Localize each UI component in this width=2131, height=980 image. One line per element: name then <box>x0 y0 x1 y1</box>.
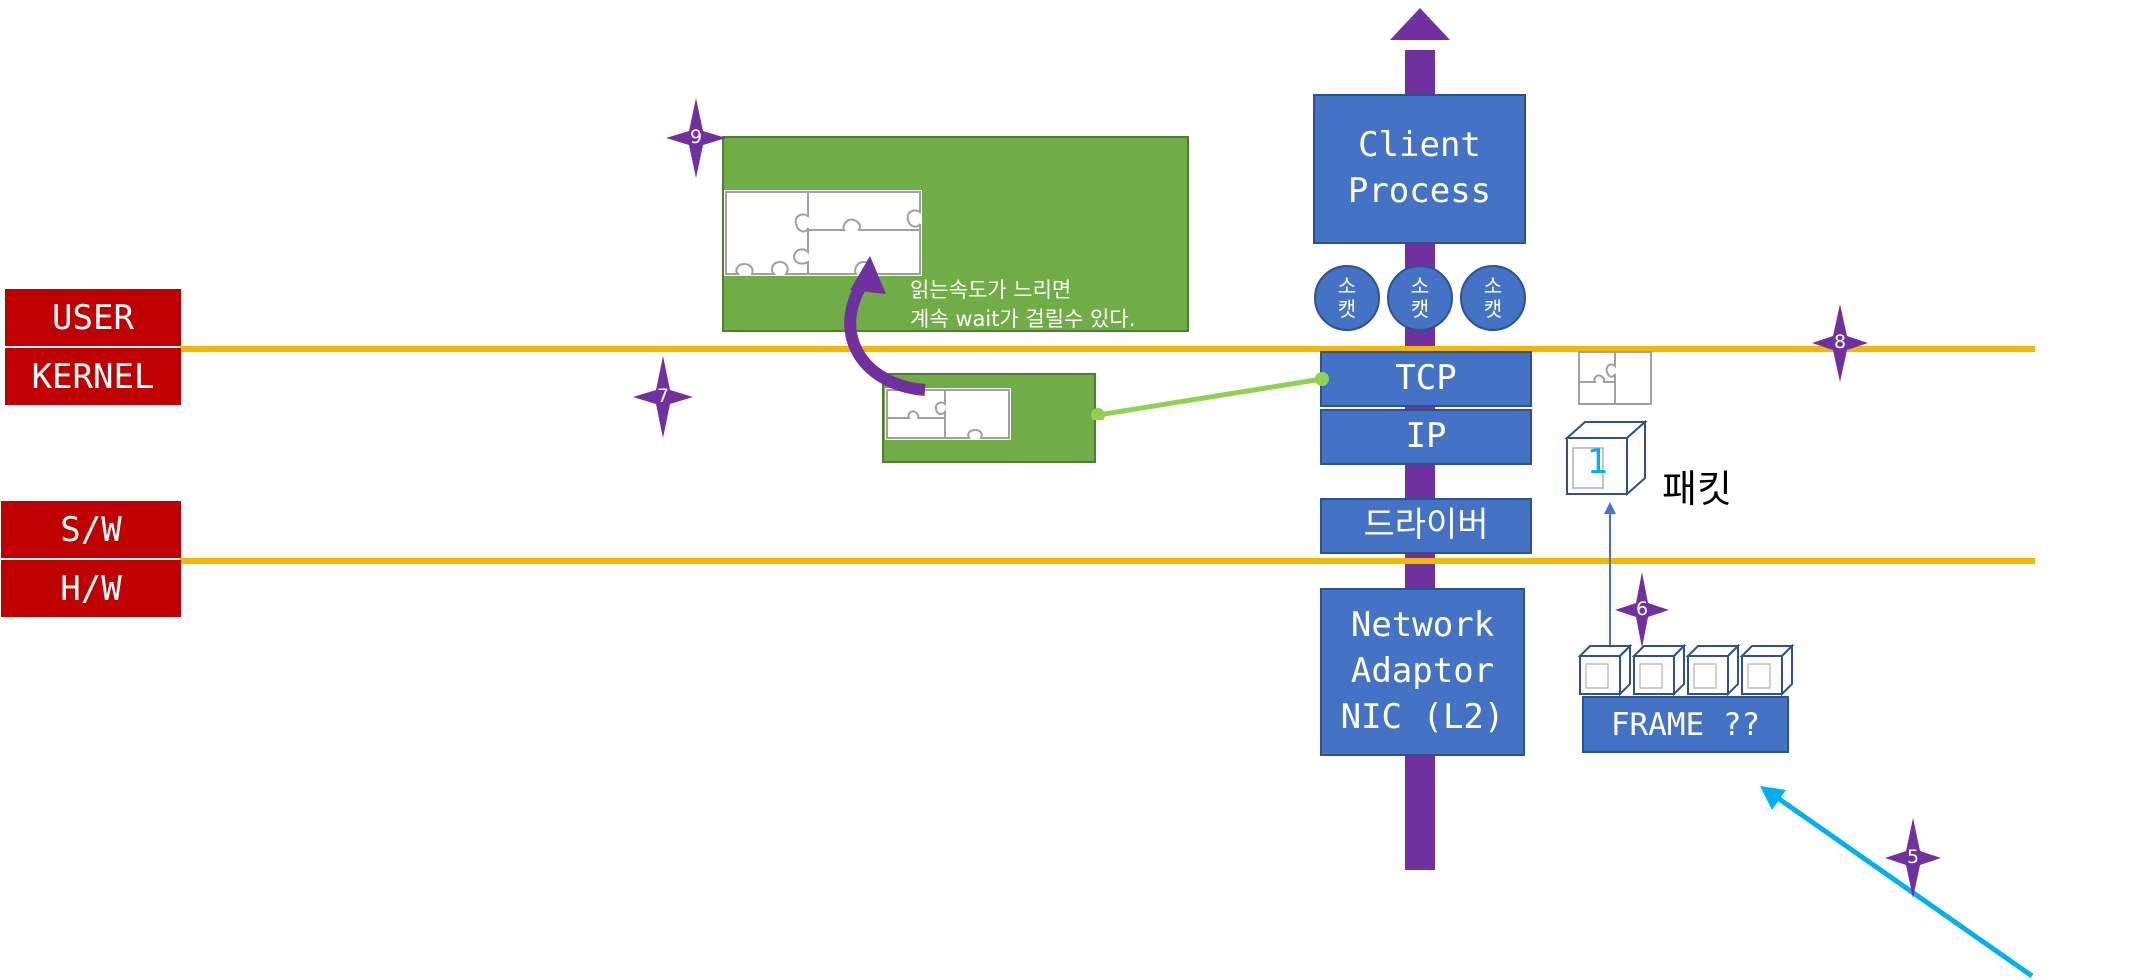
ip-box: IP <box>1320 409 1532 465</box>
driver-box: 드라이버 <box>1320 498 1532 554</box>
marker-5-star <box>1885 818 1941 898</box>
marker-5-label: 5 <box>1906 846 1920 868</box>
packet-number: 1 <box>1587 442 1609 482</box>
tcp-segment-icon <box>1578 351 1652 405</box>
marker-6-star <box>1615 572 1669 648</box>
marker-8-label: 8 <box>1833 331 1847 353</box>
user-kernel-boundary <box>180 346 2035 352</box>
marker-8-star <box>1812 304 1868 382</box>
incoming-frame-arrow <box>1760 786 2034 979</box>
puzzle-pieces-large <box>724 190 922 276</box>
sw-hw-boundary <box>180 558 2035 564</box>
marker-9-star <box>666 98 726 178</box>
puzzle-pieces-small <box>885 388 1011 440</box>
socket-1: 소 캣 <box>1314 265 1380 331</box>
marker-7-star <box>633 356 693 438</box>
frame-cubes <box>1578 644 1795 696</box>
marker-6-label: 6 <box>1635 598 1649 620</box>
socket-2: 소 캣 <box>1387 265 1453 331</box>
layer-user-label: USER <box>5 289 181 346</box>
frame-to-packet-arrow <box>1604 502 1616 648</box>
frame-box: FRAME ?? <box>1582 696 1789 753</box>
layer-kernel-label: KERNEL <box>5 348 181 405</box>
marker-7-label: 7 <box>656 385 670 407</box>
tcp-box: TCP <box>1320 351 1532 407</box>
layer-hw-label: H/W <box>1 560 181 617</box>
packet-label: 패킷 <box>1662 467 1732 511</box>
nic-box: Network Adaptor NIC (L2) <box>1320 588 1525 756</box>
socket-3: 소 캣 <box>1460 265 1526 331</box>
client-process-box: Client Process <box>1313 94 1526 244</box>
packet-cube-icon <box>1564 419 1648 497</box>
layer-sw-label: S/W <box>1 501 181 558</box>
buffer-wait-note: 읽는속도가 느리면 계속 wait가 걸릴수 있다. <box>910 278 1136 332</box>
read-curved-arrow <box>844 256 926 396</box>
tcp-to-buffer-connector <box>1091 372 1329 420</box>
marker-9-label: 9 <box>689 126 703 148</box>
